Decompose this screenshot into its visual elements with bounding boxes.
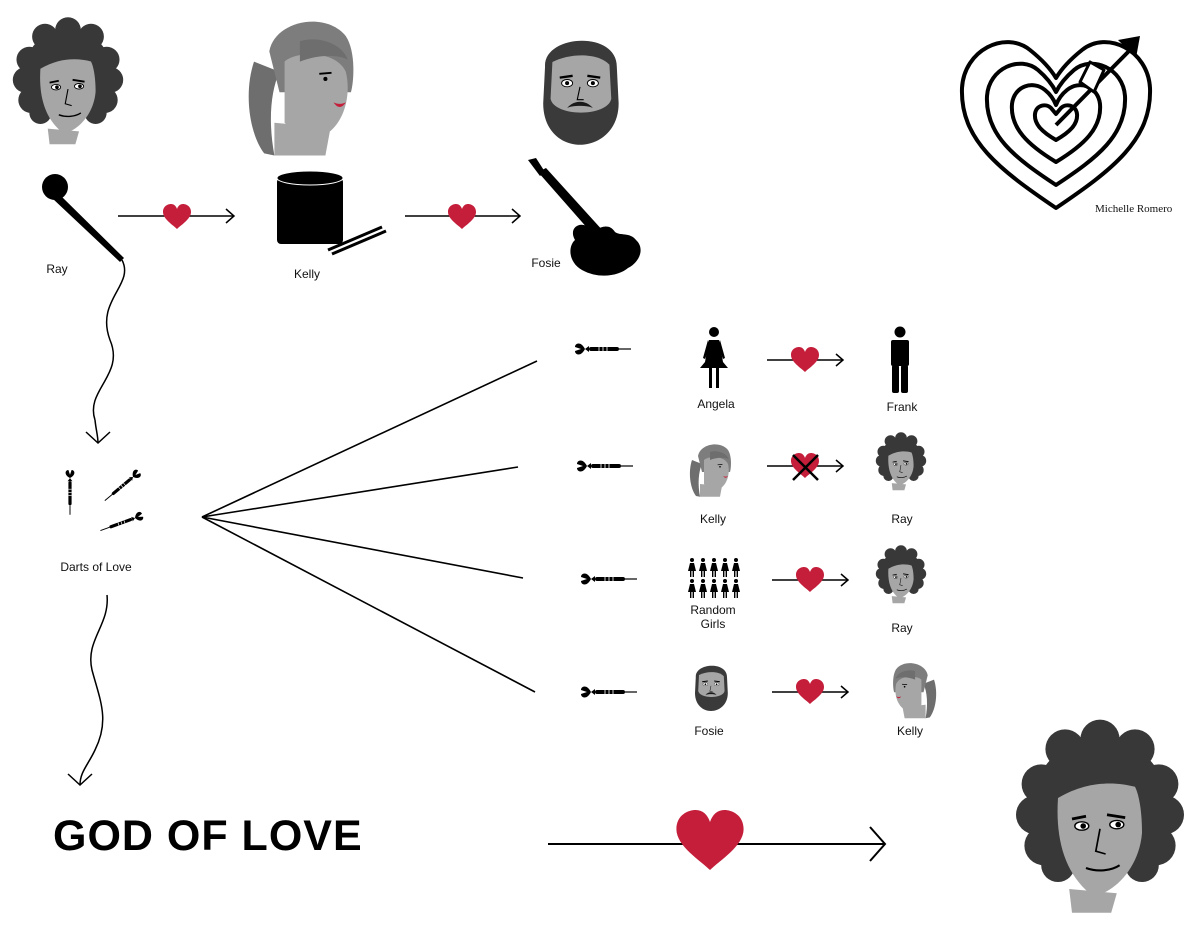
pair-from-label: Fosie — [694, 724, 724, 738]
dart-icon — [576, 459, 634, 473]
kelly-face-icon — [247, 20, 355, 157]
pair-to-label: Ray — [891, 621, 913, 635]
heart-target-icon — [959, 36, 1153, 210]
fosie-face-icon — [542, 39, 620, 146]
ray-face-icon — [875, 544, 927, 604]
drum-icon — [276, 170, 387, 256]
fosie-face-icon — [694, 665, 729, 712]
pair-to-label: Frank — [886, 400, 918, 414]
kelly-label: Kelly — [293, 267, 321, 281]
connector-lines — [201, 360, 538, 693]
heart-icon — [448, 204, 476, 229]
random-girls-icon — [688, 558, 740, 598]
heart-icon — [791, 347, 819, 372]
cross-icon — [792, 454, 819, 481]
darts-icon — [65, 468, 145, 536]
kelly-face-icon — [689, 443, 732, 498]
page-title: GOD OF LOVE — [53, 812, 363, 860]
pair-from-label: Angela — [697, 397, 735, 411]
hub-label: Darts of Love — [60, 560, 132, 574]
arrow-icon — [85, 419, 111, 445]
pair-from-label: Kelly — [699, 512, 727, 526]
pair-to-label: Ray — [891, 512, 913, 526]
pair-to-label: Kelly — [896, 724, 924, 738]
heart-icon — [163, 204, 191, 229]
arrow-icon — [767, 353, 850, 699]
heart-icon — [676, 810, 744, 870]
ray-label: Ray — [46, 262, 68, 276]
ray-face-icon — [11, 16, 125, 146]
fosie-label: Fosie — [531, 256, 561, 270]
dart-icon — [580, 572, 638, 586]
dart-icon — [580, 685, 638, 699]
ray-face-icon — [875, 431, 927, 491]
arrow-icon — [67, 594, 108, 787]
kelly-face-icon — [892, 662, 937, 719]
pair-from-label: Random Girls — [690, 603, 736, 631]
guitar-icon — [528, 158, 641, 276]
credit-text: Michelle Romero — [1095, 203, 1173, 215]
microphone-icon — [42, 174, 126, 421]
ray-face-icon — [1014, 718, 1186, 915]
dart-icon — [574, 342, 632, 356]
man-icon — [891, 326, 909, 393]
woman-icon — [700, 327, 728, 388]
heart-icon — [796, 679, 824, 704]
heart-icon — [796, 567, 824, 592]
